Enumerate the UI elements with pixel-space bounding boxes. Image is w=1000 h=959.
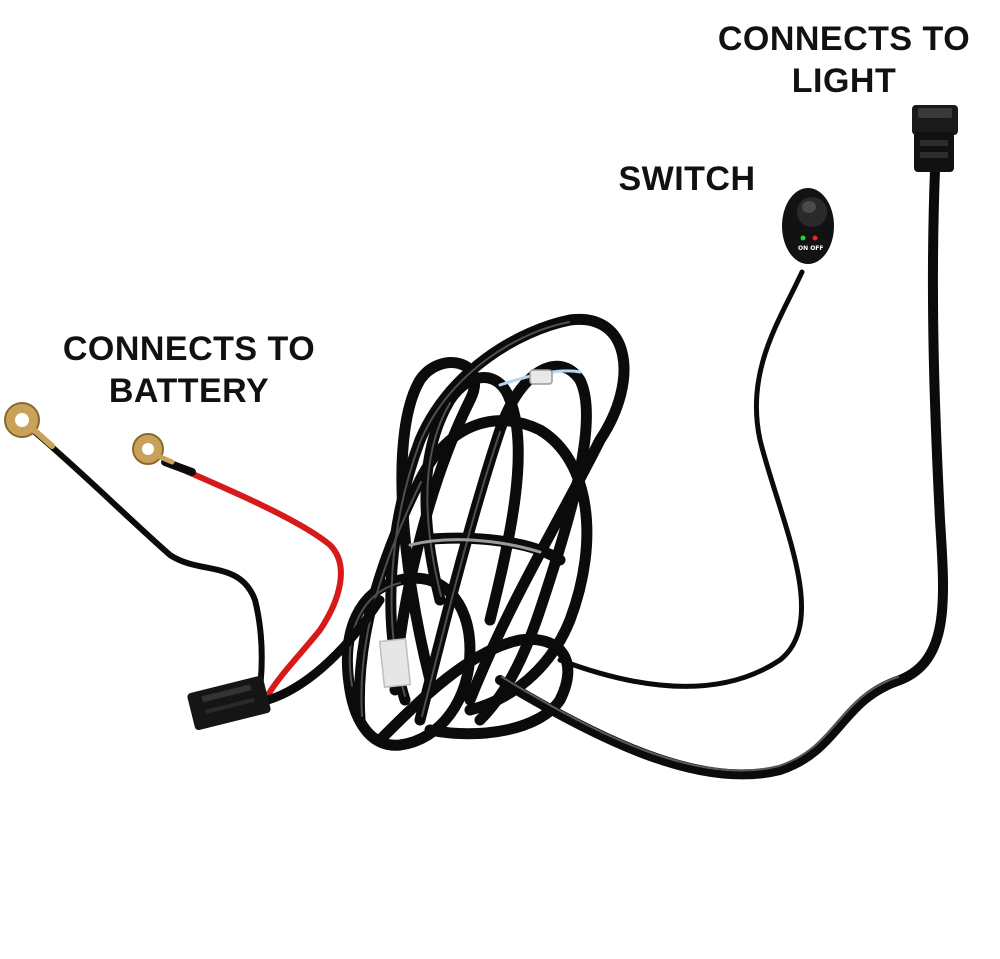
- fuse-holder: [187, 675, 271, 731]
- switch-face-text: ON OFF: [798, 245, 824, 252]
- callout-switch: SWITCH: [612, 158, 762, 200]
- coiled-wire-bundle: [341, 313, 630, 751]
- switch-button: ON OFF: [782, 188, 834, 264]
- battery-ring-terminal-red: [132, 433, 175, 465]
- callout-light-line2: LIGHT: [791, 62, 897, 100]
- callout-connects-to-battery: CONNECTS TO BATTERY: [58, 328, 320, 412]
- switch-lead-wire: [557, 269, 805, 689]
- callout-switch-line1: SWITCH: [618, 160, 756, 198]
- callout-battery-line1: CONNECTS TO: [62, 330, 316, 368]
- light-connector: [912, 105, 958, 172]
- battery-wires: [27, 425, 385, 705]
- callout-battery-line2: BATTERY: [108, 372, 270, 410]
- callout-light-line1: CONNECTS TO: [717, 20, 971, 58]
- battery-ring-terminal-black: [4, 402, 55, 449]
- callout-connects-to-light: CONNECTS TO LIGHT: [712, 18, 976, 102]
- light-lead-wire: [495, 165, 949, 780]
